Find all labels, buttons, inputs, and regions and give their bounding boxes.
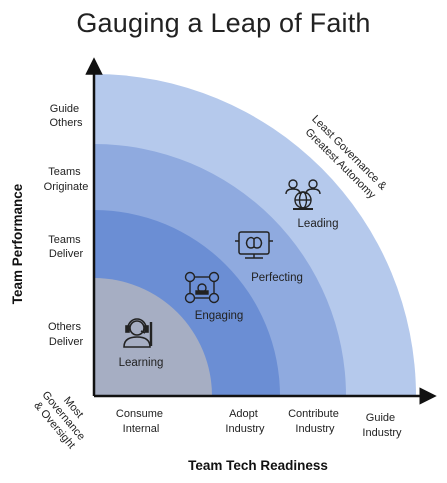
zone-perfecting-label: Perfecting — [251, 272, 303, 284]
x-tick-adopt-industry: Adopt Industry — [225, 408, 265, 435]
y-tick-teams-deliver: Teams Deliver — [48, 234, 83, 260]
zone-engaging-label: Engaging — [195, 310, 244, 322]
x-axis-title: Team Tech Readiness — [188, 458, 328, 473]
origin-governance-label: Most Governance & Oversight — [29, 381, 99, 454]
x-tick-consume-internal: Consume Internal — [116, 408, 166, 435]
leaders-globe-icon — [285, 179, 321, 210]
y-tick-others-deliver: Others Deliver — [48, 321, 84, 348]
y-tick-guide-others: Guide Others — [49, 103, 83, 129]
x-tick-guide-industry: Guide Industry — [362, 412, 402, 439]
brain-gear-icon — [235, 231, 273, 259]
page-title: Gauging a Leap of Faith — [76, 8, 371, 38]
y-axis-title: Team Performance — [10, 183, 25, 304]
team-network-icon — [184, 271, 220, 304]
y-tick-teams-originate: Teams Originate — [44, 166, 89, 193]
zone-learning-band — [94, 278, 212, 396]
zone-leading-label: Leading — [298, 218, 339, 230]
learner-headset-icon — [123, 318, 153, 348]
zone-learning-label: Learning — [119, 357, 164, 369]
x-tick-contribute-industry: Contribute Industry — [288, 408, 342, 435]
